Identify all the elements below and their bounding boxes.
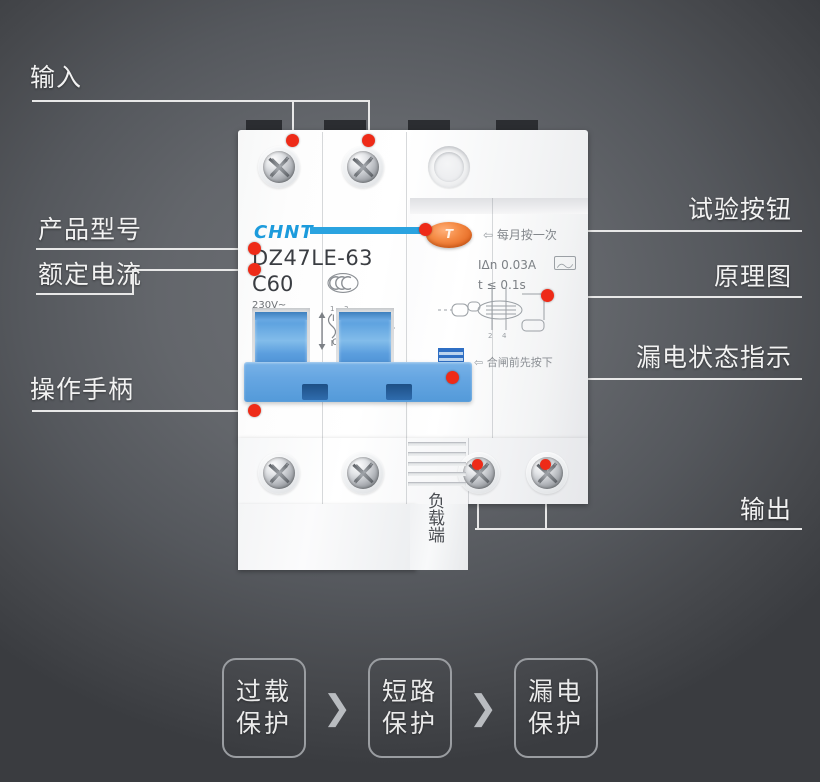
- tie-bar-slot-1: [302, 384, 328, 400]
- hotspot-dot-input-2: [362, 134, 375, 147]
- hotspot-dot-output-2: [540, 459, 551, 470]
- callout-line-model: [36, 248, 254, 250]
- handle-tie-bar[interactable]: [244, 362, 472, 402]
- callout-label-rated: 额定电流: [38, 260, 143, 289]
- feature-badge-overload: 过载 保护: [222, 658, 306, 758]
- test-note-text: ⇦ 每月按一次: [483, 228, 557, 242]
- hotspot-dot-test-button: [419, 223, 432, 236]
- chevron-right-icon-1: ❯: [322, 688, 352, 728]
- callout-label-input: 输入: [30, 63, 83, 92]
- callout-line-input-bridge: [292, 100, 370, 102]
- device-rating-text: C60: [252, 272, 294, 296]
- callout-line-test-button: [425, 230, 802, 232]
- callout-line-leak-indicator: [452, 378, 802, 380]
- hotspot-dot-schematic: [541, 289, 554, 302]
- input-terminal-screw-1: [258, 146, 300, 188]
- sensitivity-text: IΔn 0.03A: [478, 258, 537, 272]
- leakage-note-text: ⇦ 合闸前先按下: [474, 356, 553, 369]
- svg-text:4: 4: [502, 332, 507, 340]
- callout-label-leak-indicator: 漏电状态指示: [635, 343, 792, 372]
- callout-line-output-h: [475, 528, 802, 530]
- tie-bar-slot-2: [386, 384, 412, 400]
- callout-line-input-v1: [292, 100, 294, 138]
- feature-badge-leakage: 漏电 保护: [514, 658, 598, 758]
- output-terminal-screw-2: [342, 452, 384, 494]
- callout-line-schematic: [548, 296, 802, 298]
- callout-line-rated-h1: [36, 293, 134, 295]
- device-front-face: CHNT DZ47LE-63 C60 230V~ IEC61009-1 GB16…: [238, 130, 588, 450]
- callout-label-handle: 操作手柄: [30, 375, 135, 404]
- feature-short-circuit-line-2: 保护: [381, 709, 438, 738]
- brand-logo: CHNT: [254, 222, 314, 243]
- test-button-mark: T: [444, 227, 454, 241]
- feature-leakage-line-2: 保护: [527, 709, 584, 738]
- screw-head-icon: [347, 457, 379, 489]
- callout-label-test-button: 试验按钮: [687, 195, 792, 224]
- callout-label-schematic: 原理图: [713, 262, 792, 291]
- trip-time-text: t ≤ 0.1s: [478, 278, 526, 292]
- output-terminal-screw-1: [258, 452, 300, 494]
- hotspot-dot-leak-indicator: [446, 371, 459, 384]
- terminal-recess: [428, 146, 470, 188]
- device-base-right: [410, 504, 468, 570]
- callout-label-output: 输出: [739, 495, 792, 524]
- hotspot-dot-input-1: [286, 134, 299, 147]
- test-button[interactable]: T: [426, 222, 472, 248]
- callout-line-handle: [32, 410, 254, 412]
- feature-badge-short-circuit: 短路 保护: [368, 658, 452, 758]
- screw-head-icon: [347, 151, 379, 183]
- screw-head-icon: [263, 151, 295, 183]
- hotspot-dot-output-1: [472, 459, 483, 470]
- callout-line-input-h: [32, 100, 294, 102]
- callout-line-rated-v: [132, 270, 134, 294]
- feature-short-circuit-line-1: 短路: [381, 677, 438, 706]
- lower-seam-2: [406, 438, 407, 504]
- pole-seam-2: [406, 132, 407, 438]
- brand-bar: [310, 227, 454, 234]
- circuit-breaker-device: CHNT DZ47LE-63 C60 230V~ IEC61009-1 GB16…: [238, 120, 588, 570]
- callout-label-model: 产品型号: [38, 215, 143, 244]
- feature-badge-row: 过载 保护 ❯ 短路 保护 ❯ 漏电 保护: [0, 648, 820, 768]
- feature-overload-line-2: 保护: [235, 709, 292, 738]
- chevron-right-icon-2: ❯: [468, 688, 498, 728]
- load-terminal-label: 负载端: [424, 492, 444, 543]
- rcd-type-icon: [554, 256, 576, 270]
- device-voltage-text: 230V~: [252, 300, 287, 311]
- vent-grille: [408, 442, 468, 498]
- feature-overload-line-1: 过载: [235, 677, 292, 706]
- rcd-principle-schematic: 2 4: [438, 286, 545, 340]
- pole-seam-1: [322, 132, 323, 438]
- ccc-certification-icon: [327, 273, 359, 293]
- feature-leakage-line-1: 漏电: [527, 677, 584, 706]
- screw-head-icon: [263, 457, 295, 489]
- device-shoulder: [410, 198, 588, 214]
- operating-handle-2[interactable]: [339, 312, 391, 364]
- svg-text:1: 1: [330, 305, 334, 313]
- hotspot-dot-handle: [248, 404, 261, 417]
- svg-text:2: 2: [488, 332, 492, 340]
- operating-handle-1[interactable]: [255, 312, 307, 364]
- hotspot-dot-rated: [248, 263, 261, 276]
- input-terminal-screw-2: [342, 146, 384, 188]
- callout-line-input-v2: [368, 100, 370, 138]
- device-model-text: DZ47LE-63: [252, 246, 374, 270]
- hotspot-dot-model: [248, 242, 261, 255]
- callout-line-rated-h2: [132, 269, 254, 271]
- lower-seam-1: [322, 438, 323, 504]
- device-base-left: [238, 504, 416, 570]
